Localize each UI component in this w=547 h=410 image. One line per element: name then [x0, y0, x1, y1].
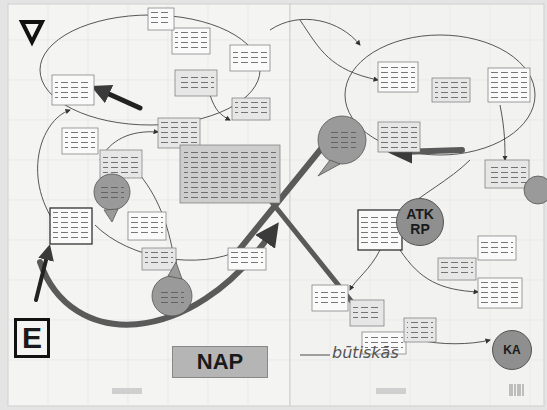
bubble-circle: KA — [492, 330, 532, 370]
letter-box: E — [14, 318, 50, 358]
handwritten-note: būtiskās — [332, 343, 399, 362]
node-text: KA — [503, 344, 520, 357]
bubble-circle: ATK RP — [396, 198, 444, 246]
node-text: ATK RP — [403, 207, 437, 236]
node-text: NAP — [197, 350, 243, 373]
node-text: E — [22, 322, 42, 354]
title-box: NAP — [172, 346, 268, 378]
